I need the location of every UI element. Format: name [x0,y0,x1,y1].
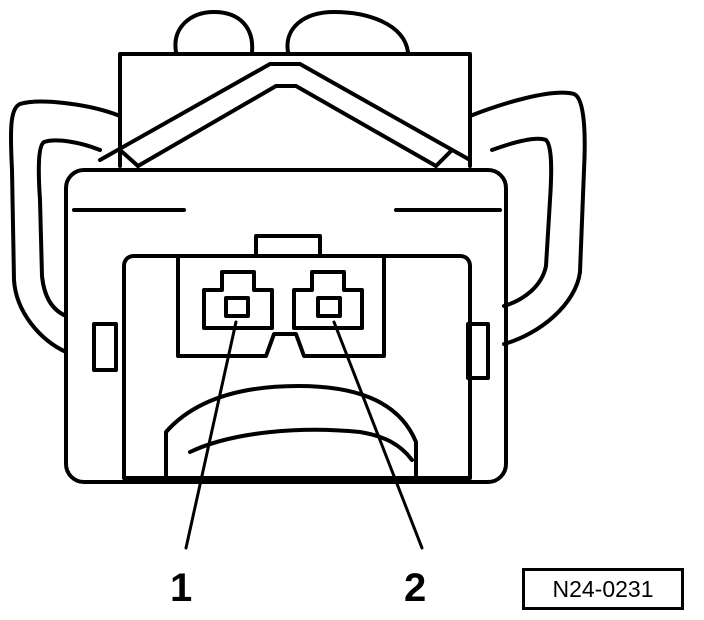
terminal-cavity-2 [292,270,364,330]
pin-label-2: 2 [404,566,427,610]
right-latch [466,322,490,380]
left-wing-inner [36,138,102,318]
right-wing-inner [490,136,554,308]
terminal-cavity-1 [202,270,274,330]
pin-label-1: 1 [170,566,193,610]
pin-carrier [176,234,386,358]
reference-code-box: N24-0231 [522,568,684,610]
inner-recess [122,254,472,480]
locking-clip [98,62,472,168]
left-wing [8,99,122,354]
right-wing [468,90,587,346]
leader-line-1 [184,320,238,550]
left-latch [92,322,118,372]
leader-line-2 [332,320,424,550]
lower-opening [164,384,418,480]
front-face [64,168,508,484]
wire-seal-bulges [173,10,410,54]
rear-housing [118,52,472,168]
